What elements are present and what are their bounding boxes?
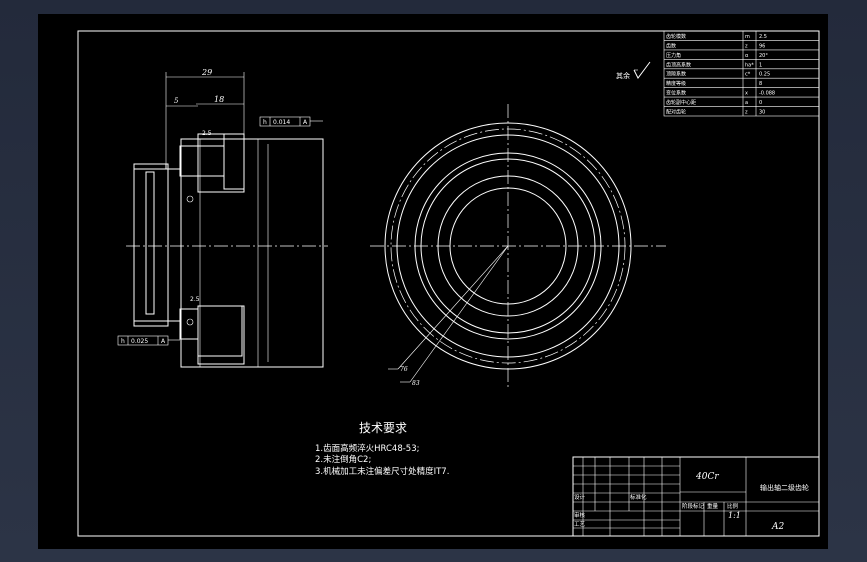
- gear-param-symbol: c*: [745, 72, 751, 78]
- gear-param-symbol: ha*: [745, 62, 754, 68]
- gear-param-label: 配对齿轮: [666, 109, 686, 116]
- gear-param-symbol: x: [745, 91, 748, 97]
- gear-param-symbol: z: [745, 43, 748, 49]
- svg-text:h: h: [121, 338, 125, 345]
- sheet-border: [77, 30, 820, 537]
- gear-param-value: 0: [759, 100, 762, 106]
- gear-param-value: 0.25: [759, 72, 770, 78]
- gear-param-symbol: a: [745, 100, 748, 106]
- roughness-note: 其余: [616, 71, 630, 80]
- drawing-canvas: 齿轮模数 m 2.5 齿数 z 96 压力角 α 20° 齿顶高系数 ha* 1 顶隙系数 c* 0.25 精…: [77, 30, 820, 537]
- tolerance-frame-bottom: h 0.025 A: [117, 335, 180, 346]
- dim-radius-outer: 83: [412, 380, 420, 387]
- svg-text:审核: 审核: [574, 511, 586, 519]
- svg-text:比例: 比例: [727, 502, 739, 510]
- dim-hub-width: 18: [214, 95, 224, 104]
- gear-param-label: 齿轮副中心距: [666, 99, 696, 106]
- svg-text:重量: 重量: [707, 502, 719, 510]
- gear-parameter-table: 齿轮模数 m 2.5 齿数 z 96 压力角 α 20° 齿顶高系数 ha* 1 顶隙系数 c* 0.25 精…: [663, 30, 820, 117]
- gear-section-view: 29 18 5 h 0.014 A 2.5: [117, 68, 328, 368]
- sheet-size: A2: [771, 522, 784, 532]
- tech-note-1: 1.齿面高频淬火HRC48-53;: [315, 443, 419, 454]
- gear-param-label: 压力角: [666, 52, 681, 59]
- svg-text:标准化: 标准化: [630, 493, 647, 501]
- gear-param-label: 变位系数: [666, 90, 686, 97]
- tech-note-3: 3.机械加工未注偏差尺寸处精度IT7.: [315, 466, 449, 477]
- title-block: 40Cr 输出轴二级齿轮 A2 1:1 阶段标记 重量 比例 设计 审核 工艺 …: [572, 456, 820, 537]
- dim-radius-inner: 76: [400, 366, 408, 373]
- technical-requirements: 技术要求 1.齿面高频淬火HRC48-53; 2.未注倒角C2; 3.机械加工未…: [315, 421, 449, 477]
- material: 40Cr: [695, 472, 719, 482]
- svg-text:工艺: 工艺: [574, 521, 586, 528]
- svg-text:h: h: [263, 119, 267, 126]
- gear-param-value: 30: [759, 110, 765, 116]
- gear-param-label: 齿顶高系数: [666, 61, 691, 68]
- svg-text:A: A: [161, 338, 166, 345]
- tech-title: 技术要求: [359, 421, 407, 435]
- gear-param-label: 精度等级: [666, 80, 686, 87]
- gear-param-value: -0.088: [759, 91, 775, 97]
- gear-param-symbol: z: [745, 110, 748, 116]
- gear-param-value: 20°: [759, 53, 768, 59]
- chamfer-top: 2.5: [202, 130, 212, 137]
- surface-roughness-symbol: 其余: [616, 61, 651, 80]
- gear-param-value: 8: [759, 81, 762, 87]
- gear-param-symbol: m: [745, 34, 750, 40]
- scale: 1:1: [728, 511, 741, 520]
- dim-overall-width: 29: [201, 68, 212, 77]
- gear-param-symbol: α: [745, 53, 749, 59]
- part-name: 输出轴二级齿轮: [760, 483, 809, 492]
- tech-note-2: 2.未注倒角C2;: [315, 454, 371, 465]
- gear-param-value: 1: [759, 62, 762, 68]
- svg-text:0.014: 0.014: [273, 119, 290, 126]
- gear-front-view: 76 83: [370, 104, 666, 389]
- drawing-sheet: 齿轮模数 m 2.5 齿数 z 96 压力角 α 20° 齿顶高系数 ha* 1 顶隙系数 c* 0.25 精…: [38, 14, 828, 549]
- svg-text:A: A: [303, 119, 308, 126]
- gear-param-value: 2.5: [759, 34, 767, 40]
- tolerance-frame-top: h 0.014 A: [259, 116, 323, 127]
- gear-param-label: 齿数: [666, 42, 676, 49]
- chamfer-bottom: 2.5: [190, 296, 200, 303]
- svg-text:阶段标记: 阶段标记: [682, 502, 705, 510]
- gear-param-label: 齿轮模数: [666, 33, 686, 40]
- svg-text:设计: 设计: [574, 493, 586, 501]
- gear-param-value: 96: [759, 43, 765, 49]
- gear-param-label: 顶隙系数: [666, 71, 686, 78]
- svg-text:0.025: 0.025: [131, 338, 148, 345]
- dim-left-step: 5: [174, 97, 179, 105]
